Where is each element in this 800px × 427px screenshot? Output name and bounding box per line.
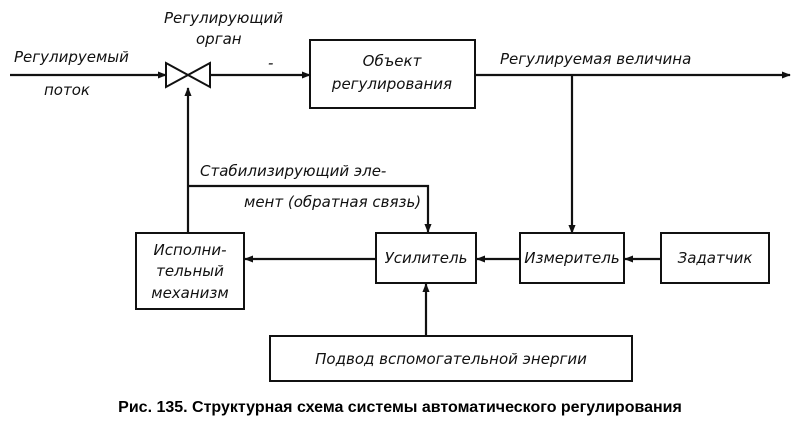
setpoint-block — [660, 232, 770, 284]
figure-caption: Рис. 135. Структурная схема системы авто… — [118, 399, 682, 416]
actuator-label-line1: Исполни- — [153, 241, 226, 259]
object-label-line2: регулирования — [331, 75, 452, 93]
actuator-label-line3: механизм — [151, 284, 228, 302]
feedback-line — [188, 184, 432, 233]
actuator-label-line2: тельный — [156, 262, 224, 280]
regulated-flow-label-line1: Регулируемый — [14, 48, 129, 66]
object-block — [309, 39, 476, 109]
amplifier-block — [375, 232, 477, 284]
aux-energy-label: Подвод вспомогательной энергии — [315, 350, 587, 368]
meter-block — [519, 232, 625, 284]
regulated-value-label: Регулируемая величина — [500, 50, 691, 68]
stabilizer-label-line1: Стабилизирующий эле- — [200, 162, 386, 180]
meter-label: Измеритель — [524, 249, 619, 267]
aux-energy-block — [269, 335, 633, 382]
valve-icon — [165, 61, 211, 89]
amplifier-label: Усилитель — [385, 249, 468, 267]
object-label-line1: Объект — [363, 52, 423, 70]
regulating-organ-label-line1: Регулирующий — [164, 9, 283, 27]
setpoint-label: Задатчик — [678, 249, 753, 267]
regulated-flow-label-line2: поток — [44, 81, 90, 99]
minus-sign-label: - — [268, 54, 273, 72]
actuator-block — [135, 232, 245, 310]
stabilizer-label-line2: мент (обратная связь) — [244, 193, 421, 211]
regulating-organ-label-line2: орган — [196, 30, 242, 48]
